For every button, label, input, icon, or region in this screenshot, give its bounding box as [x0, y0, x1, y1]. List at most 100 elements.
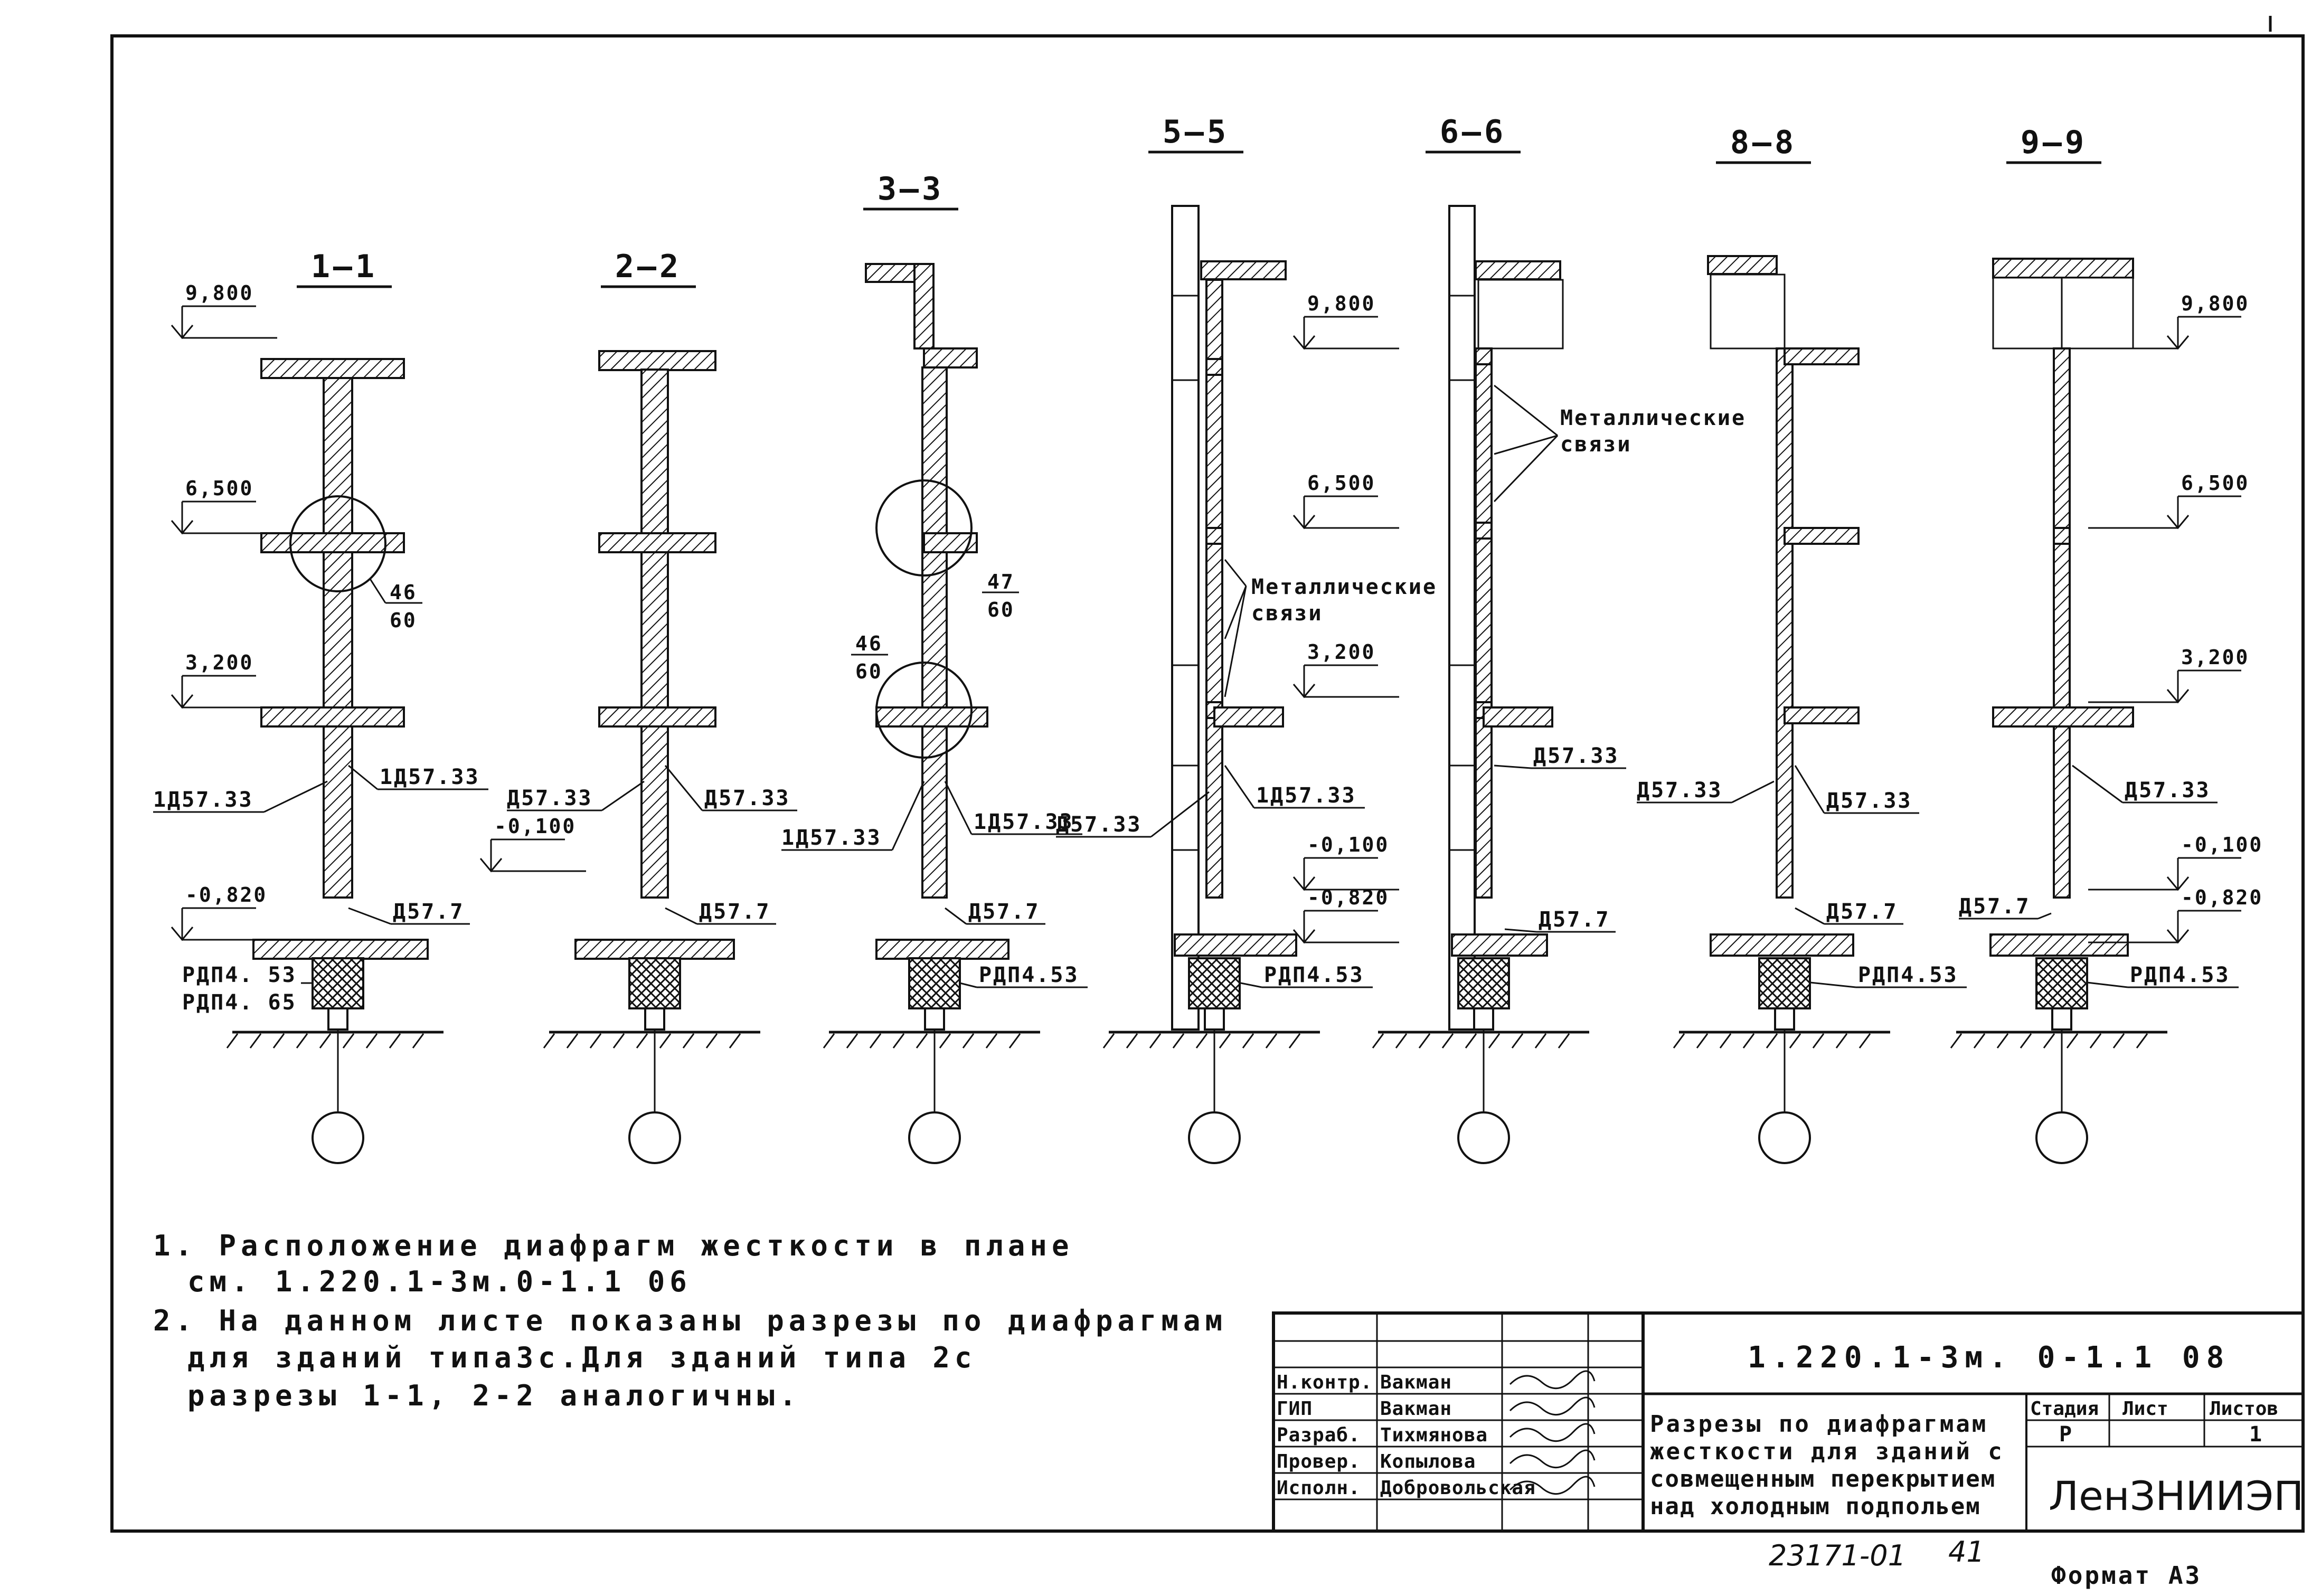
ground-hatch [1102, 1033, 1115, 1049]
facade-panel [1448, 205, 1476, 1031]
basement-slab [875, 939, 1009, 960]
panel-right-callout: Д57.33 [2072, 764, 2218, 804]
callout-label: Д57.7 [1539, 908, 1610, 932]
slab-stub [2053, 527, 2071, 545]
level-arrow [2166, 515, 2190, 530]
level-mark: 6,500 [1292, 471, 1399, 530]
floor-slab [260, 706, 405, 728]
ground-hatch [1195, 1033, 1208, 1049]
ground-hatch [319, 1033, 332, 1049]
foundation [1673, 957, 1890, 1164]
ground-hatch [296, 1033, 308, 1049]
detail-circle-upper [875, 479, 973, 577]
note-line-5: разрезы 1-1, 2-2 аналогичны. [187, 1379, 801, 1412]
ties-label-2: связи [1251, 601, 1323, 626]
description-line-1: Разрезы по диафрагмам [1650, 1411, 1988, 1438]
callout-label: Д57.33 [2125, 778, 2211, 802]
section-title-s5: 5—5 [1163, 114, 1229, 150]
level-arrow [171, 325, 194, 339]
roof-slab [1475, 260, 1561, 280]
ground-hatch [589, 1033, 602, 1049]
detail-circle-lower [875, 662, 973, 759]
ground-hatch [1534, 1033, 1547, 1049]
panel-right-callout: Д57.33 [664, 765, 797, 811]
ground-hatch [682, 1033, 695, 1049]
ground-hatch [1395, 1033, 1408, 1049]
role-name: Вакман [1380, 1398, 1452, 1420]
level-mark: -0,820 [171, 883, 277, 941]
ground-hatch [1673, 1033, 1685, 1049]
detail-ref-top: 47 [987, 570, 1015, 593]
ground-hatch [1742, 1033, 1755, 1049]
roof-beam [1710, 273, 1786, 350]
slab-stub [1205, 527, 1223, 545]
ground-hatch [2020, 1033, 2032, 1049]
foundation-block [628, 957, 681, 1009]
description-line-4: над холодным подпольем [1650, 1493, 1981, 1520]
ground-hatch [1372, 1033, 1384, 1049]
ground-hatch [1789, 1033, 1801, 1049]
ground-hatch [272, 1033, 285, 1049]
ground-hatch [659, 1033, 672, 1049]
callout-label: Д57.33 [1533, 744, 1619, 768]
section-5-5: 9,8006,5003,200-0,100-0,820Металлические… [1056, 205, 1436, 1164]
ties-leader [1224, 559, 1247, 587]
callout-leader [2072, 764, 2123, 804]
level-mark: 9,800 [2088, 292, 2249, 350]
panel-right-callout: Д57.33 [1494, 744, 1626, 769]
level-arrow [171, 694, 194, 709]
foundation [1102, 957, 1320, 1164]
ground-hatch [1441, 1033, 1454, 1049]
foundation-block [1758, 957, 1811, 1009]
detail-ref-bottom: 60 [987, 598, 1015, 621]
level-arrow [1292, 335, 1316, 350]
callout-leader [348, 907, 391, 925]
detail-ref-bottom: 60 [390, 609, 417, 632]
ground-hatch [729, 1033, 741, 1049]
pile-cap [327, 1007, 348, 1031]
ground-hatch [636, 1033, 648, 1049]
drawing-frame [110, 34, 2305, 1533]
pile-cap [644, 1007, 665, 1031]
grid-axis-bubble [1758, 1111, 1811, 1164]
level-arrow [479, 858, 503, 873]
ground-hatch [1812, 1033, 1825, 1049]
callout-label: 1Д57.33 [1256, 783, 1356, 808]
drawing-code: 1.220.1-3м. 0-1.1 08 [1748, 1340, 2230, 1375]
ground-hatch [1558, 1033, 1570, 1049]
role-label: Разраб. [1277, 1424, 1361, 1446]
wall-panel [1475, 347, 1493, 899]
ground-hatch [985, 1033, 998, 1049]
level-label: -0,100 [2181, 833, 2263, 856]
callout-leader [1731, 780, 1775, 804]
callout-label: Д57.7 [1959, 894, 2030, 919]
floor-slab [598, 706, 716, 728]
level-label: 6,500 [1307, 471, 1375, 495]
section-1-1: 46609,8006,5003,200-0,820-0,1001Д57.331Д… [153, 281, 586, 1164]
callout-label: 1Д57.33 [974, 810, 1074, 834]
floor-slab [1483, 706, 1553, 728]
foundation-block [1457, 957, 1510, 1009]
ties-leader [1224, 585, 1247, 639]
foundation [1372, 957, 1589, 1164]
foundation [823, 957, 1040, 1164]
section-9-9: 9,8006,5003,200-0,100-0,820Д57.33Д57.7РД… [1950, 258, 2263, 1164]
level-label: 3,200 [2181, 646, 2249, 669]
level-label: 9,800 [2181, 292, 2249, 315]
section-title-s6: 6—6 [1440, 114, 1506, 150]
level-label: 9,800 [1307, 292, 1375, 315]
ground-hatch [389, 1033, 401, 1049]
callout-label: Д57.33 [1826, 789, 1912, 813]
signature-mark [1509, 1449, 1596, 1469]
foundation-block [1188, 957, 1241, 1009]
panel-right-callout: 1Д57.33 [348, 764, 488, 790]
basement-slab [1174, 933, 1297, 957]
panel-left-callout: 1Д57.33 [781, 781, 925, 851]
level-label: -0,820 [2181, 886, 2263, 909]
panel-right-callout: Д57.33 [1794, 765, 1919, 814]
